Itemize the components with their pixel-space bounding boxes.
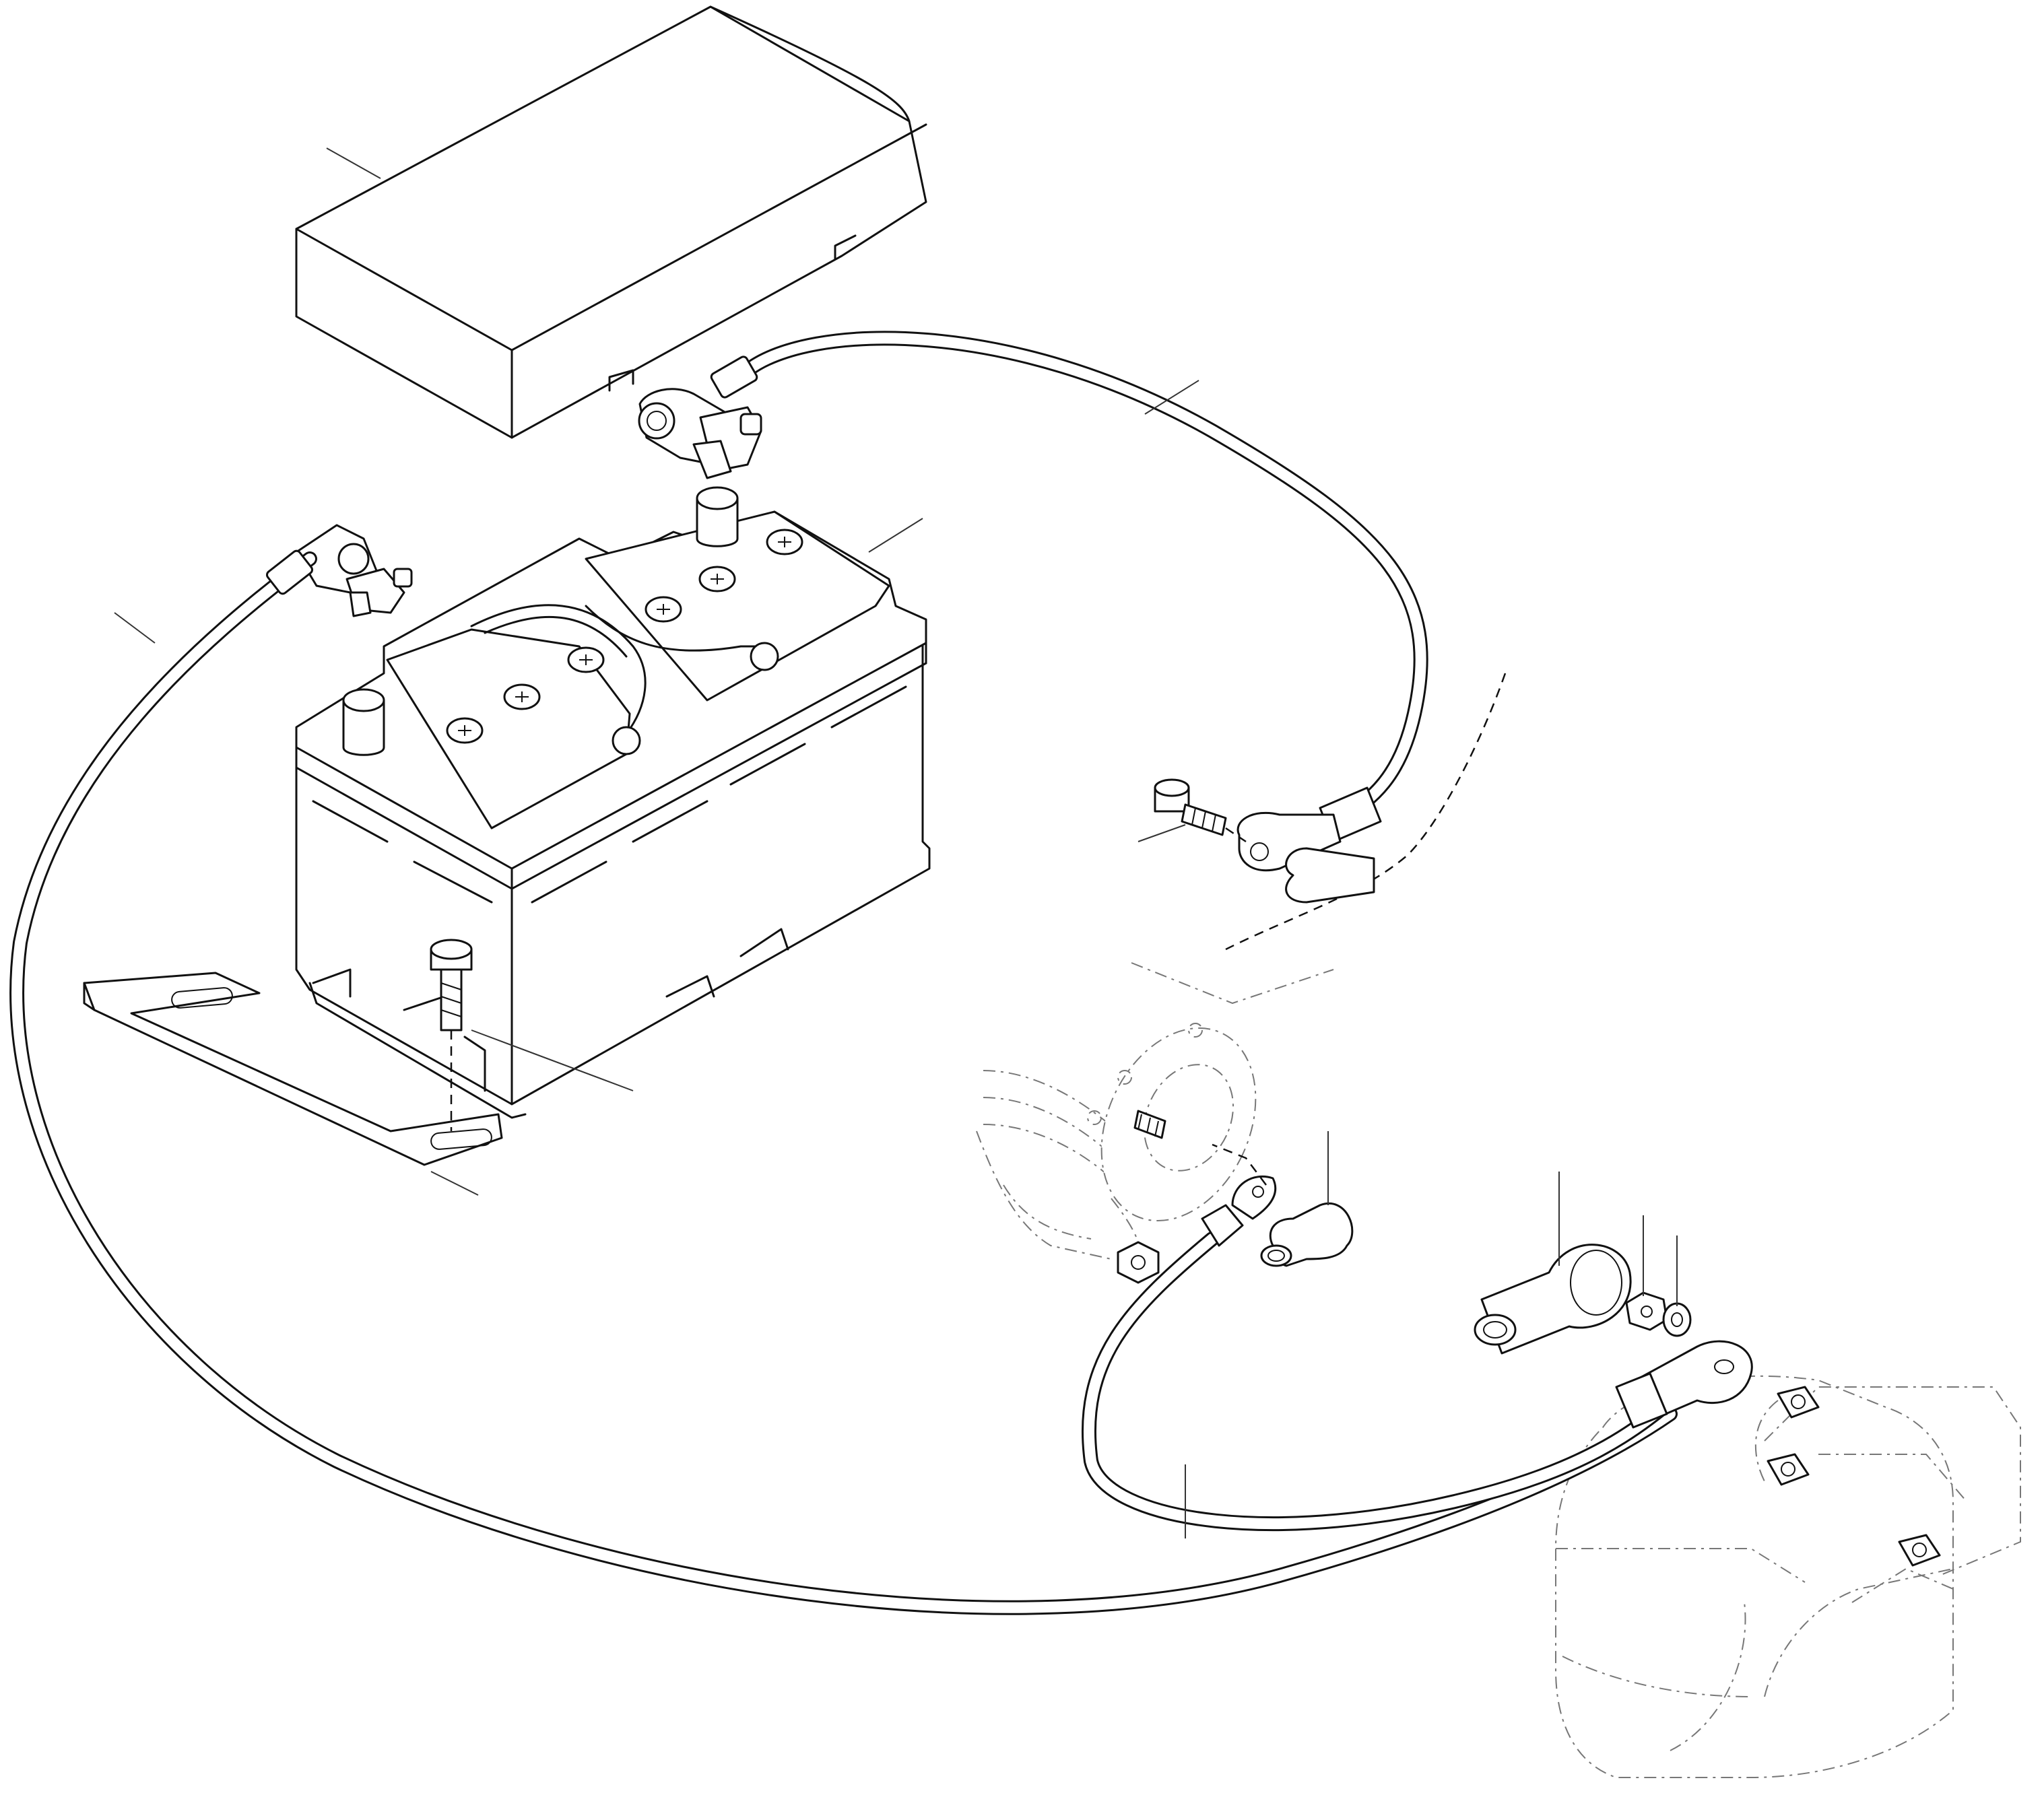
- battery-side-slots: [312, 685, 907, 904]
- battery-cover: [295, 5, 927, 439]
- starter-nut: [1625, 1291, 1668, 1331]
- leader-positive-cable: [1144, 380, 1199, 415]
- leader-cover: [326, 147, 381, 179]
- ghost-starter-motor: [1555, 1375, 2021, 1778]
- alternator-stud: [1133, 1110, 1166, 1139]
- battery: [295, 486, 931, 1119]
- positive-battery-cable: [710, 331, 1428, 872]
- leader-ground-bolt: [1138, 824, 1186, 842]
- battery-posts: [342, 486, 739, 756]
- callout-leaders: [114, 147, 1678, 1538]
- negative-terminal-clamp: [295, 524, 413, 617]
- negative-battery-cable: [9, 549, 1678, 1615]
- positive-terminal-clamp: [638, 388, 762, 479]
- battery-hold-down-bracket: [83, 972, 503, 1166]
- leader-bracket: [430, 1171, 479, 1196]
- leader-battery: [868, 518, 923, 553]
- leader-hold-down-bolt: [471, 1029, 634, 1091]
- starter-studs: [1767, 1386, 1941, 1567]
- ghost-body-panel: [1131, 673, 1507, 1005]
- starter-terminal-boot: [1474, 1244, 1632, 1355]
- leader-negative-cable: [114, 612, 156, 644]
- alternator-nut: [1117, 1241, 1160, 1284]
- alternator-ground-cable: [1081, 1143, 1671, 1532]
- cable-sleeve: [1285, 847, 1375, 904]
- ground-bolt: [1154, 778, 1247, 843]
- hold-down-bolt: [430, 939, 473, 1131]
- starter-washer: [1662, 1302, 1692, 1337]
- terminal-boot-small: [1260, 1203, 1354, 1267]
- starter-ring-terminal: [1615, 1340, 1753, 1429]
- vent-caps: [446, 529, 803, 744]
